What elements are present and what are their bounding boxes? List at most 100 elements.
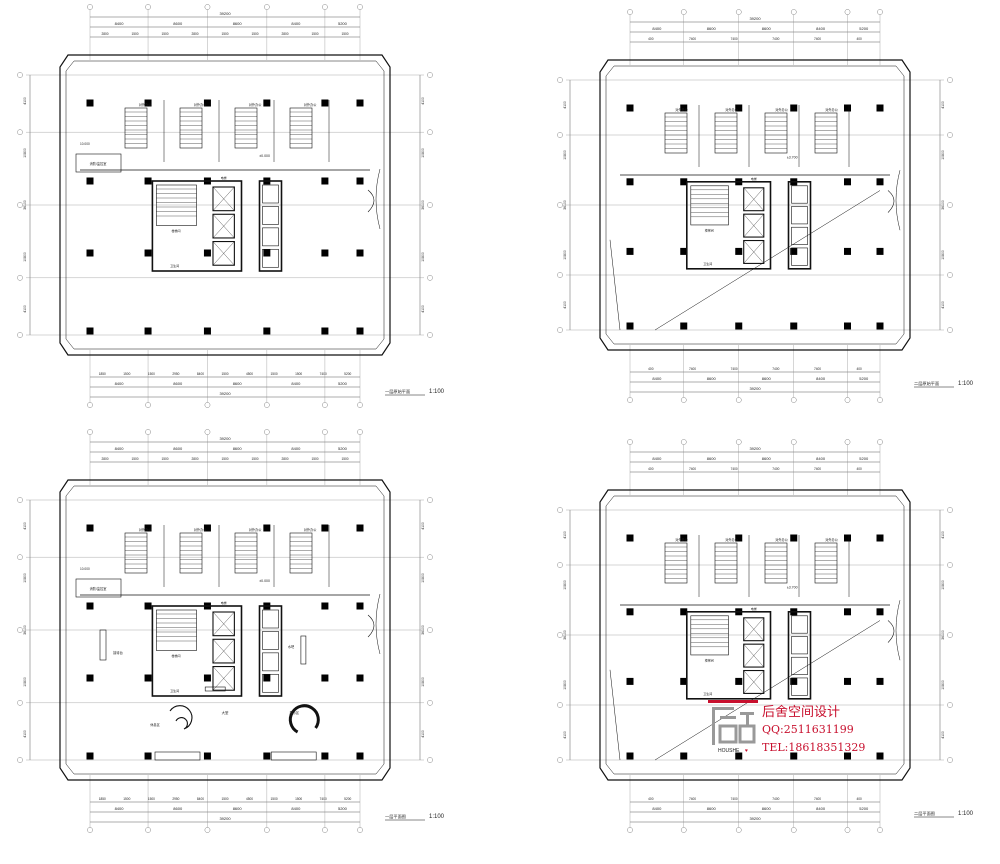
top-dimension: 8400 xyxy=(291,446,301,451)
structural-column xyxy=(735,534,743,542)
office-stair-block xyxy=(124,532,148,574)
lift-cross xyxy=(212,186,235,211)
display-bench xyxy=(270,751,317,761)
top-dimension: 8600 xyxy=(233,21,243,26)
bottom-sub-dimension: 5200 xyxy=(344,797,351,801)
lift-car xyxy=(262,652,279,672)
structural-column xyxy=(356,177,364,185)
structural-column xyxy=(680,178,688,186)
structural-column xyxy=(790,752,798,760)
void-edge-line xyxy=(654,620,881,761)
grid-bubble-top xyxy=(735,439,742,445)
office-label: 对外办公 xyxy=(304,527,318,532)
structural-column xyxy=(86,674,94,682)
structural-column xyxy=(86,524,94,532)
top-dimension: 8400 xyxy=(652,456,662,461)
bottom-sub-dimension: 1500 xyxy=(221,797,228,801)
grid-bubble-side xyxy=(17,129,23,136)
company-name: 后舍空间设计 xyxy=(762,705,840,720)
structural-column xyxy=(321,177,329,185)
side-dimension: 4100 xyxy=(23,522,27,530)
inner-wall xyxy=(65,485,385,775)
grid-bubble-top xyxy=(204,4,211,10)
wc-label: 卫生间 xyxy=(170,688,179,693)
office-label: 对外办公 xyxy=(775,107,789,112)
bottom-sub-dimension: 7400 xyxy=(689,797,696,801)
structural-column xyxy=(680,534,688,542)
top-dimension: 8600 xyxy=(762,456,772,461)
office-stair-block xyxy=(179,532,203,574)
outer-wall xyxy=(59,479,391,781)
structural-column xyxy=(735,247,743,255)
structural-column xyxy=(263,752,271,760)
grid-bubble-side xyxy=(17,202,23,208)
office-stair-block xyxy=(814,112,838,154)
bottom-sub-dimension: 400 xyxy=(857,367,863,371)
structural-column xyxy=(356,249,364,257)
bottom-sub-dimension: 1500 xyxy=(123,372,130,376)
grid-bubble-bottom xyxy=(627,397,633,403)
bottom-dimension: 8400 xyxy=(652,806,662,811)
grid-bubble-bottom xyxy=(204,402,211,408)
grid-bubble-top xyxy=(790,439,797,445)
level-note: 10.000 xyxy=(80,142,90,146)
lift-label: 电梯 xyxy=(221,600,227,605)
void-edge-line xyxy=(609,669,621,761)
lift-car xyxy=(791,636,808,655)
logo-subtext: HOUSHE xyxy=(718,748,740,754)
bottom-dimension: 8600 xyxy=(233,806,243,811)
bottom-dimension: 8400 xyxy=(816,376,826,381)
bottom-sub-dimension: 7400 xyxy=(772,367,779,371)
lift-label: 电梯 xyxy=(751,176,757,181)
bottom-sub-dimension: 7400 xyxy=(320,372,327,376)
plan-scale: 1:100 xyxy=(958,381,974,387)
control-room-label: 消防/监控室 xyxy=(90,161,107,166)
lift-car xyxy=(262,609,279,629)
structural-column xyxy=(263,327,271,335)
office-label: 对外办公 xyxy=(775,537,789,542)
office-label: 对外办公 xyxy=(249,102,263,107)
structural-column xyxy=(680,322,688,330)
lift-shaft xyxy=(743,187,765,212)
bottom-dimension: 8600 xyxy=(762,376,772,381)
grid-bubble-side xyxy=(557,202,563,208)
display-bench xyxy=(154,751,201,761)
top-sub-dimension: 400 xyxy=(857,37,863,41)
grid-bubble-top xyxy=(790,9,797,15)
grid-bubble-bottom xyxy=(844,397,851,403)
structural-column xyxy=(876,534,884,542)
side-dimension: 4100 xyxy=(941,301,945,309)
top-sub-dimension: 400 xyxy=(857,467,863,471)
sculpture-left xyxy=(169,705,193,730)
grid-bubble-bottom xyxy=(87,827,93,833)
grid-bubble-side xyxy=(947,702,953,708)
side-dimension: 36100 xyxy=(563,200,567,210)
grid-bubble-side xyxy=(17,554,23,561)
level-note: 10.000 xyxy=(80,567,90,571)
structural-column xyxy=(844,322,851,330)
top-sub-dimension: 7400 xyxy=(772,37,779,41)
grid-bubble-bottom xyxy=(627,827,633,833)
inner-wall xyxy=(65,60,385,350)
structural-column xyxy=(680,608,688,616)
top-sub-dimension: 2800 xyxy=(281,32,288,36)
top-sub-dimension: 1500 xyxy=(161,32,168,36)
grid-bubble-bottom xyxy=(790,397,797,403)
grid-bubble-top xyxy=(145,429,151,435)
grid-bubble-top xyxy=(264,4,270,10)
grid-bubble-side xyxy=(427,202,433,208)
structural-column xyxy=(203,674,211,682)
grid-bubble-side xyxy=(427,332,433,338)
secondary-lift-bank xyxy=(258,180,283,272)
structural-column xyxy=(263,99,271,107)
side-dimension: 10800 xyxy=(941,680,945,690)
plans-group: 39200 8400 8600 8600 8400 5200 2800 1500 1500 280… xyxy=(17,4,974,833)
side-dimension: 10800 xyxy=(563,680,567,690)
overall-dimension-bottom: 39200 xyxy=(749,816,761,821)
structural-column xyxy=(680,677,688,685)
side-dimension: 4100 xyxy=(421,730,425,738)
structural-column xyxy=(86,602,94,610)
top-sub-dimension: 2800 xyxy=(101,32,108,36)
top-dimension: 8600 xyxy=(707,26,717,31)
grid-bubble-bottom xyxy=(844,827,851,833)
